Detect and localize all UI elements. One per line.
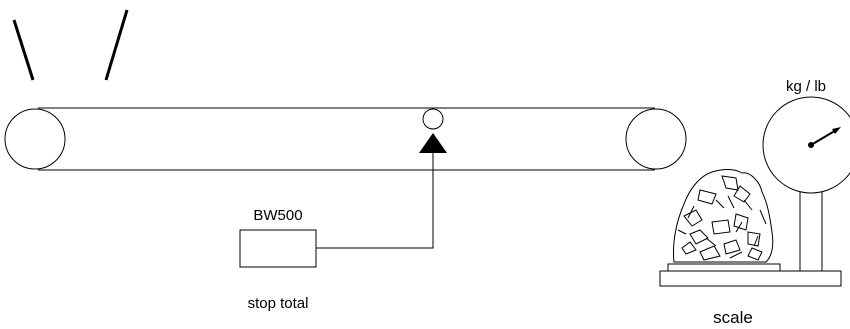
chute-right-wall <box>104 9 129 81</box>
scale-base <box>659 270 842 287</box>
pile-debris <box>677 175 767 261</box>
speed-sensor-icon <box>422 108 444 130</box>
scale-dial-icon <box>762 96 850 194</box>
dial-needle-tip <box>832 127 841 134</box>
belt-roller-right-icon <box>625 108 687 170</box>
feed-chute-icon <box>12 9 129 81</box>
stop-total-label: stop total <box>248 295 309 312</box>
dial-needle-icon <box>810 128 839 146</box>
scale-pan <box>667 263 781 272</box>
chute-left-wall <box>12 19 35 81</box>
bw500-label: BW500 <box>253 207 302 224</box>
pivot-triangle-icon <box>419 133 447 153</box>
pile-outline <box>673 169 774 263</box>
bw500-unit <box>239 229 317 268</box>
scale-post <box>799 189 823 272</box>
platform-scale <box>659 96 850 287</box>
belt-roller-left-icon <box>4 108 66 170</box>
scale-label: scale <box>713 308 753 327</box>
unit-label: kg / lb <box>786 78 826 95</box>
conveyor-belt <box>4 107 687 171</box>
signal-wire <box>316 153 434 249</box>
dial-center <box>808 142 814 148</box>
material-pile-icon <box>673 169 774 263</box>
